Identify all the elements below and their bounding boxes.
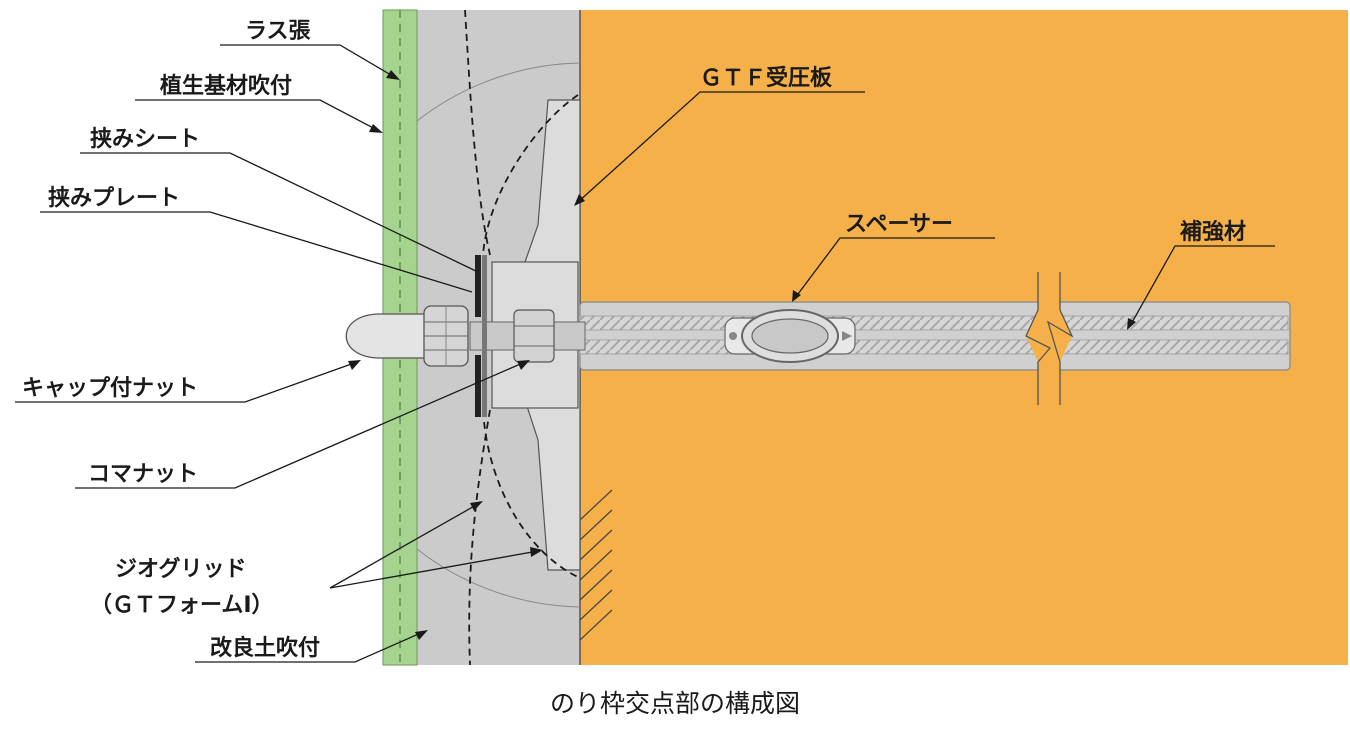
cap-nut-part — [345, 305, 469, 367]
label-geogrid-product: （ＧＴフォームⅠ） — [90, 593, 274, 618]
label-vegetation-spray: 植生基材吹付 — [160, 73, 292, 99]
reinforcement-break-mark — [1025, 272, 1074, 405]
label-cap-nut: キャップ付ナット — [22, 376, 198, 401]
leader-lath — [220, 44, 400, 80]
label-spacer: スペーサー — [845, 212, 953, 237]
label-koma-nut: コマナット — [88, 462, 198, 487]
leader-spacer — [792, 237, 995, 302]
clamp-plate-upper — [475, 255, 481, 317]
label-improved-soil-spray: 改良土吹付 — [210, 635, 320, 661]
label-clamp-plate: 挟みプレート — [48, 186, 180, 211]
clamp-plate-lower — [475, 355, 481, 417]
leader-clamp-sheet — [80, 152, 479, 273]
leader-reinforcement — [1127, 245, 1275, 330]
leader-geogrid — [329, 501, 543, 589]
leader-clamp-plate — [40, 211, 473, 293]
reinforcement-rebar-top — [579, 315, 1289, 331]
diagram-caption: のり枠交点部の構成図 — [550, 689, 800, 718]
label-geogrid: ジオグリッド — [115, 556, 247, 582]
geogrid-curve-4 — [482, 409, 581, 579]
leader-gtf-plate — [574, 91, 865, 206]
leader-koma-nut — [75, 360, 530, 489]
ground-hatching — [579, 489, 613, 641]
reinforcement-rebar-bottom — [579, 339, 1289, 355]
geogrid-curve-1 — [464, 9, 491, 256]
reinforcement-bar — [579, 301, 1291, 371]
leader-improved-soil — [195, 630, 428, 663]
leader-cap-nut — [15, 360, 361, 403]
label-gtf-plate: ＧＴＦ受圧板 — [700, 65, 833, 91]
spacer-part — [724, 309, 856, 363]
clamp-sheet — [482, 255, 487, 417]
reinforcement-break-gap — [1026, 272, 1072, 405]
geogrid-curve-3 — [482, 94, 579, 256]
label-reinforcement: 補強材 — [1179, 219, 1246, 245]
label-clamp-sheet: 挟みシート — [90, 127, 200, 152]
koma-nut-part — [513, 309, 555, 363]
label-lath: ラス張 — [245, 19, 312, 44]
leader-vegetation-spray — [135, 99, 383, 133]
